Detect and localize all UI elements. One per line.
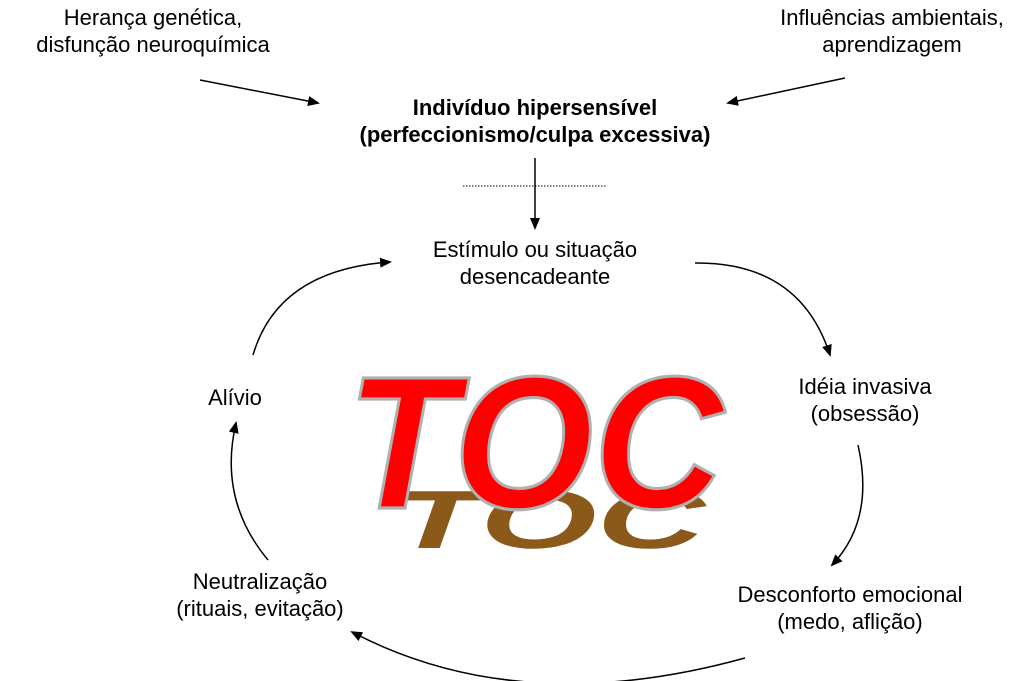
arrow-left-input: [199, 79, 320, 106]
node-obsession-line2: (obsessão): [810, 401, 920, 426]
toc-logo-shadow: TOC: [391, 473, 707, 566]
node-relief: Alívio: [180, 384, 290, 411]
node-neutralization-line1: Neutralização: [192, 569, 328, 594]
individual-label: Indivíduo hipersensível (perfeccionismo/…: [305, 94, 765, 148]
node-stimulus: Estímulo ou situação desencadeante: [390, 236, 680, 290]
input-left-label: Herança genética, disfunção neuroquímica: [8, 4, 298, 58]
individual-line1: Indivíduo hipersensível: [412, 95, 658, 120]
individual-line2: (perfeccionismo/culpa excessiva): [359, 122, 711, 147]
input-left-line2: disfunção neuroquímica: [36, 32, 270, 57]
node-discomfort-line2: (medo, aflição): [777, 609, 923, 634]
node-relief-line1: Alívio: [208, 385, 262, 410]
arrow-discomfort-to-neutralization: [350, 631, 746, 681]
node-neutralization-line2: (rituais, evitação): [176, 596, 344, 621]
arrow-relief-to-stimulus: [252, 257, 392, 356]
arrow-right-input: [726, 77, 846, 106]
node-stimulus-line2: desencadeante: [459, 264, 611, 289]
input-left-line1: Herança genética,: [63, 5, 243, 30]
node-obsession: Idéia invasiva (obsessão): [760, 373, 970, 427]
node-neutralization: Neutralização (rituais, evitação): [145, 568, 375, 622]
arrow-obsession-to-discomfort: [830, 444, 864, 567]
arrow-stimulus-to-obsession: [694, 262, 832, 357]
arrow-neutralization-to-relief: [228, 421, 269, 561]
node-stimulus-line1: Estímulo ou situação: [432, 237, 638, 262]
toc-logo-text: TOC: [347, 338, 726, 549]
input-right-line2: aprendizagem: [822, 32, 962, 57]
input-right-line1: Influências ambientais,: [780, 5, 1004, 30]
node-obsession-line1: Idéia invasiva: [798, 374, 932, 399]
input-right-label: Influências ambientais, aprendizagem: [752, 4, 1032, 58]
node-discomfort-line1: Desconforto emocional: [737, 582, 963, 607]
node-discomfort: Desconforto emocional (medo, aflição): [705, 581, 995, 635]
